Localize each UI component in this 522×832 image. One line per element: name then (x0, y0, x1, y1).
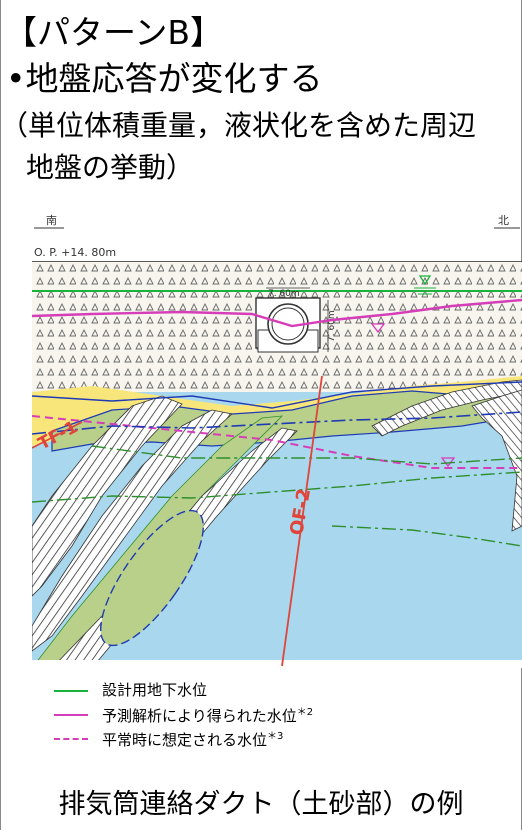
green-lens (100, 509, 204, 647)
legend-label: 設計用地下水位 (102, 681, 208, 699)
bullet-heading: •地盤応答が変化する (6, 59, 323, 98)
predicted-water-line (32, 298, 522, 328)
sub-heading-line2: 地盤の挙動） (26, 151, 195, 184)
legend-label: 予測解析により得られた水位＊2 (102, 707, 314, 725)
north-label: 北 (498, 214, 509, 227)
elevation-label: O. P. +14. 80m (34, 246, 116, 259)
cross-section-figure: 南 北 O. P. +14. 80m (32, 196, 522, 668)
figure-caption: 排気筒連絡ダクト（土砂部）の例 (58, 789, 464, 820)
sub-heading-line1: （単位体積重量，液状化を含めた周辺 (0, 109, 477, 142)
legend-label: 平常時に想定される水位＊3 (102, 731, 284, 749)
dim-height: 7. 60m (327, 310, 337, 342)
pattern-heading: 【パターンB】 (4, 13, 223, 52)
south-label: 南 (46, 214, 57, 227)
dim-width: 7. 60m (268, 289, 300, 299)
normal-water-line (32, 415, 522, 469)
fault-of2 (281, 375, 323, 667)
